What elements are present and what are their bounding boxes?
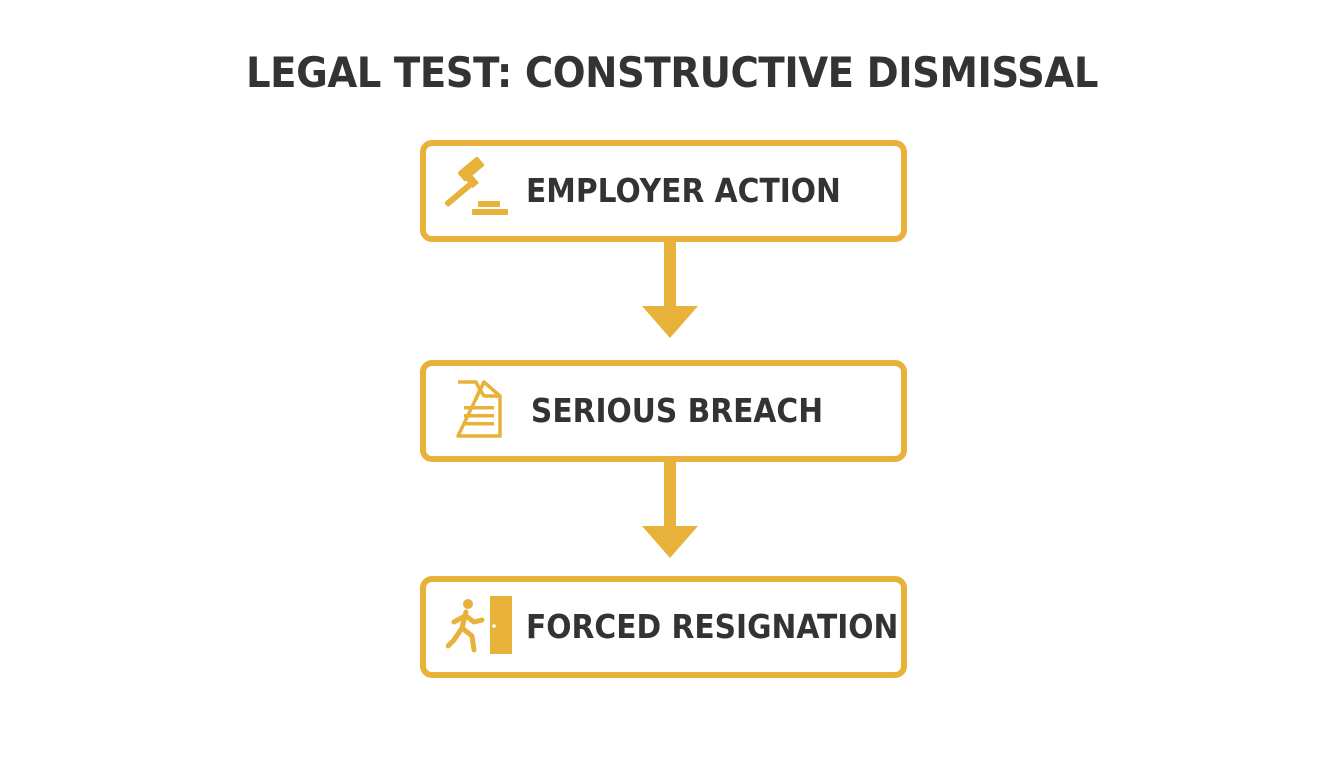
step-forced-resignation: FORCED RESIGNATION (420, 576, 907, 678)
diagram-title: LEGAL TEST: CONSTRUCTIVE DISMISSAL (245, 48, 1099, 97)
person-exiting-door-icon (445, 594, 516, 660)
step-label: FORCED RESIGNATION (526, 607, 899, 646)
step-label: EMPLOYER ACTION (526, 171, 841, 210)
step-serious-breach: SERIOUS BREACH (420, 360, 907, 462)
step-label: SERIOUS BREACH (530, 391, 824, 430)
arrow-down-icon (642, 462, 698, 558)
gavel-icon (440, 156, 512, 225)
step-employer-action: EMPLOYER ACTION (420, 140, 907, 242)
arrow-down-icon (642, 242, 698, 338)
torn-document-icon (454, 378, 506, 444)
